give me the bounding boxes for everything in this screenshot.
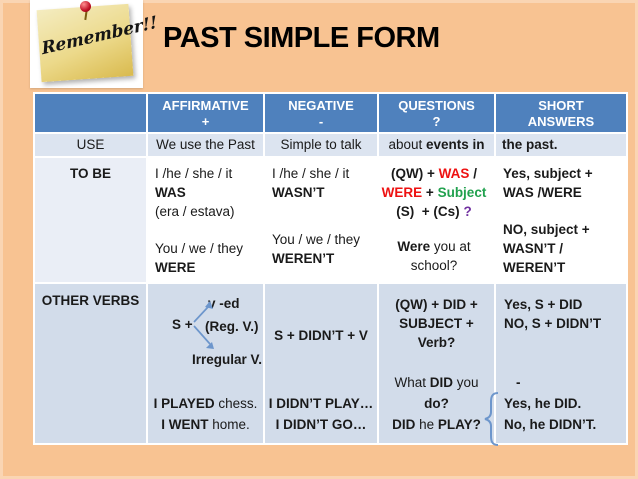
- example-line: I PLAYED chess.: [153, 396, 258, 411]
- text-line: Yes, he DID.: [504, 396, 582, 411]
- text-line: WEREN’T: [272, 251, 335, 266]
- text-line: WAS /WERE: [503, 185, 582, 200]
- text-line: WAS: [155, 185, 186, 200]
- formula-line: S + DIDN’T + V: [274, 328, 368, 343]
- example-line: do?: [424, 396, 449, 411]
- text-line: S +: [172, 317, 193, 332]
- example-line: I DIDN’T GO…: [275, 417, 367, 432]
- use-negative-cell: Simple to talk: [265, 134, 377, 156]
- other-verbs-label-cell: OTHER VERBS: [35, 284, 146, 443]
- formula-line: SUBJECT +: [399, 316, 474, 331]
- use-questions-cell: about events in: [379, 134, 494, 156]
- text-line: v -ed: [208, 296, 240, 311]
- brace-icon: [484, 392, 499, 446]
- text-line: I /he / she / it: [155, 166, 233, 181]
- example-line: I WENT home.: [161, 417, 250, 432]
- branch-arrows-icon: [193, 301, 214, 349]
- text-line: WERE: [155, 260, 196, 275]
- use-short-answers-cell: the past.: [496, 134, 626, 156]
- use-affirmative-cell: We use the Past: [148, 134, 263, 156]
- to-be-label-cell: TO BE: [35, 158, 146, 282]
- formula-line: Verb?: [417, 335, 456, 350]
- past-simple-table: AFFIRMATIVE + NEGATIVE - QUESTIONS ? SHO…: [33, 92, 628, 445]
- header-affirmative: AFFIRMATIVE +: [148, 94, 263, 132]
- text-line: (era / estava): [155, 204, 235, 219]
- text-line: No, he DIDN’T.: [504, 417, 597, 432]
- to-be-questions-cell: (QW) + WAS / WERE + Subject (S) + (Cs) ?…: [379, 158, 494, 282]
- text-line: (Reg. V.): [205, 319, 259, 334]
- to-be-negative-cell: I /he / she / it WASN’T You / we / they …: [265, 158, 377, 282]
- text-line: WASN’T /: [503, 241, 563, 256]
- use-label-cell: USE: [35, 134, 146, 156]
- example-line: What DID you: [394, 375, 479, 390]
- text-line: Irregular V.: [192, 352, 263, 367]
- text-line: I /he / she / it: [272, 166, 350, 181]
- formula-line: (S) + (Cs) ?: [396, 204, 472, 219]
- header-empty-cell: [35, 94, 146, 132]
- formula-line: WERE + Subject: [381, 185, 487, 200]
- header-questions: QUESTIONS ?: [379, 94, 494, 132]
- text-line: NO, subject +: [503, 222, 590, 237]
- other-verbs-questions-cell: (QW) + DID + SUBJECT + Verb? What DID yo…: [379, 284, 494, 443]
- text-line: Yes, subject +: [503, 166, 593, 181]
- to-be-affirmative-cell: I /he / she / it WAS (era / estava) You …: [148, 158, 263, 282]
- page-title: PAST SIMPLE FORM: [163, 22, 440, 54]
- text-line: WEREN’T: [503, 260, 566, 275]
- formula-line: (QW) + DID +: [395, 297, 478, 312]
- example-line: Were you at: [397, 239, 471, 254]
- to-be-short-answers-cell: Yes, subject + WAS /WERE NO, subject + W…: [496, 158, 626, 282]
- text-line: NO, S + DIDN’T: [504, 316, 602, 331]
- remember-note-image: Remember!!: [30, 0, 159, 88]
- pushpin-icon: [80, 1, 91, 12]
- text-line: You / we / they: [272, 232, 361, 247]
- example-line: I DIDN’T PLAY…: [268, 396, 374, 411]
- example-line: DID he PLAY?: [392, 417, 481, 432]
- text-line: WASN’T: [272, 185, 325, 200]
- formula-line: (QW) + WAS /: [391, 166, 477, 181]
- other-verbs-short-answers-cell: Yes, S + DID NO, S + DIDN’T - Yes, he DI…: [496, 284, 626, 443]
- note-text: Remember!!: [40, 12, 159, 60]
- header-short-answers: SHORT ANSWERS: [496, 94, 626, 132]
- text-line: -: [516, 375, 521, 390]
- header-negative: NEGATIVE -: [265, 94, 377, 132]
- other-verbs-negative-cell: S + DIDN’T + V I DIDN’T PLAY… I DIDN’T G…: [265, 284, 377, 443]
- other-verbs-affirmative-cell: v -ed S + (Reg. V.) Irregular V. I PLAYE…: [148, 284, 263, 443]
- text-line: Yes, S + DID: [504, 297, 583, 312]
- text-line: You / we / they: [155, 241, 244, 256]
- example-line: school?: [410, 258, 458, 273]
